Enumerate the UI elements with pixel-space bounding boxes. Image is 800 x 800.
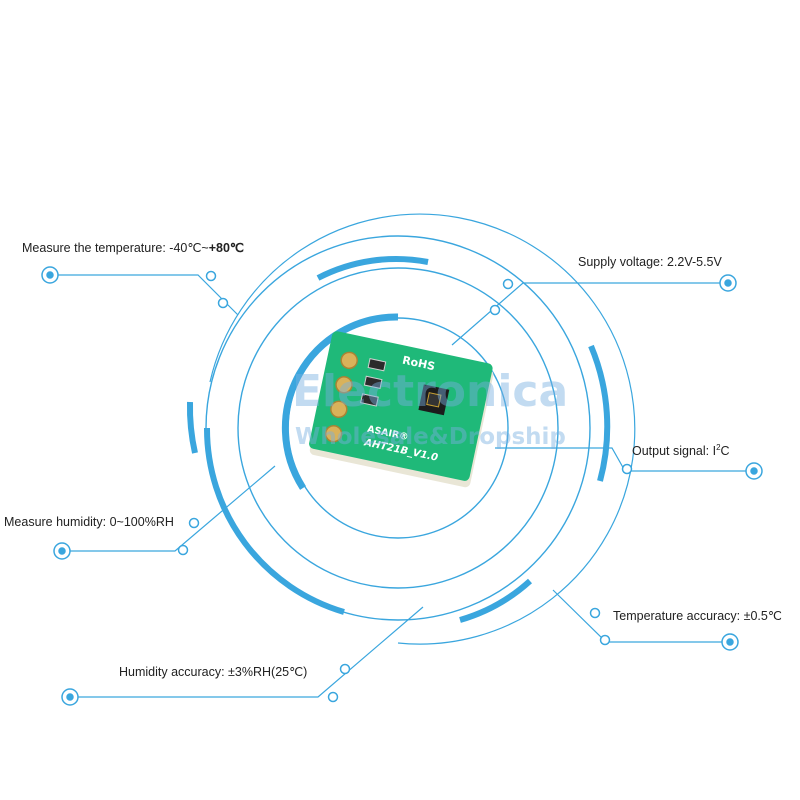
middle-ring [237, 267, 559, 589]
decorative-rings [186, 213, 636, 645]
solder-pad [340, 351, 358, 370]
spec-temperature-range-max: +80℃ [208, 241, 244, 255]
solder-pad [330, 400, 348, 419]
sensor-board: RoHS ASAIR® AHT21B_V1.0 [309, 331, 494, 488]
watermark-name: Electronica [292, 366, 569, 417]
watermark-tagline: Wholesale&Dropship [295, 424, 566, 450]
leader-supply-voltage [451, 282, 735, 346]
spec-output-signal-label: Output signal: I [632, 444, 717, 459]
outer-arc-ring [209, 213, 636, 645]
resistor [367, 358, 387, 372]
accent-arc-bottom-left [203, 427, 345, 615]
spec-output-signal-sup: 2 [716, 443, 721, 452]
spec-humidity-range: Measure humidity: 0~100%RH [4, 515, 174, 529]
leader-humidity-range [62, 465, 276, 552]
spec-temperature-range-min: -40℃~ [169, 241, 209, 255]
spec-output-signal-suffix: C [720, 444, 730, 459]
accent-arc-bottom-right [459, 578, 533, 623]
spec-output-signal: Output signal: I2C [632, 443, 730, 458]
accent-arc-right [588, 344, 611, 482]
spec-temperature-range: Measure the temperature: -40℃~+80℃ [22, 240, 244, 255]
spec-temperature-range-label: Measure the temperature: [22, 241, 170, 255]
target-icon [721, 633, 739, 651]
target-icon [719, 274, 737, 292]
spec-supply-voltage: Supply voltage: 2.2V-5.5V [578, 255, 722, 269]
joint-dots [177, 270, 633, 703]
accent-arc-left [186, 401, 198, 454]
sensor-window [426, 392, 442, 408]
spec-humidity-accuracy: Humidity accuracy: ±3%RH(25℃) [119, 665, 308, 679]
target-icon [41, 266, 59, 284]
leader-lines [52, 274, 754, 698]
target-icon [745, 462, 763, 480]
spec-temperature-accuracy: Temperature accuracy: ±0.5℃ [613, 609, 782, 623]
accent-arc-inner [281, 313, 399, 490]
accent-arc-top [316, 255, 429, 281]
resistor [360, 393, 379, 407]
solder-pad [324, 424, 343, 443]
target-icon [61, 688, 79, 706]
solder-pad [335, 376, 353, 394]
resistor [363, 375, 383, 389]
target-icon [53, 542, 71, 560]
target-nodes [41, 266, 763, 706]
board-surface [309, 331, 493, 481]
leader-humidity-accuracy [70, 606, 424, 698]
leader-output-signal [495, 447, 754, 472]
